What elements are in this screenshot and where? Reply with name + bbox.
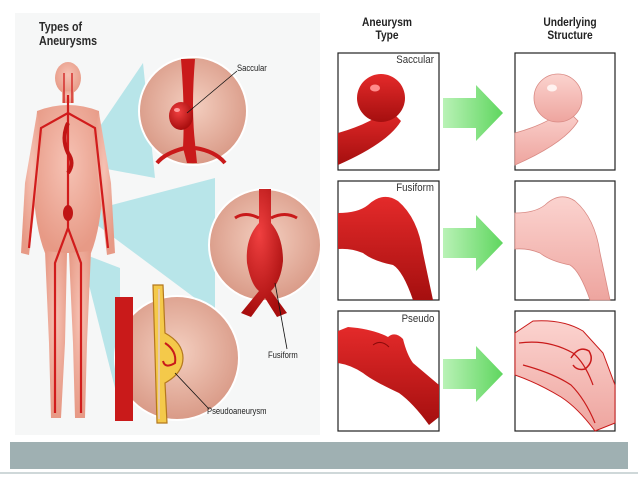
header-structure-line1: Underlying: [543, 15, 597, 29]
header-type-line2: Type: [375, 28, 399, 42]
row-saccular: [337, 52, 616, 171]
human-body: [21, 62, 115, 418]
figure-title: Types of Aneurysms: [39, 20, 97, 48]
callout-wedge-fusiform: [81, 178, 215, 313]
header-structure-line2: Structure: [547, 28, 593, 42]
right-arrow-icon: [443, 346, 503, 402]
saccular-callout-circle: [138, 56, 248, 166]
pseudoaneurysm-callout-circle: [114, 284, 240, 424]
bottom-band: [10, 442, 628, 469]
left-illustration-panel: Types of Aneurysms Saccular Fusiform Pse…: [15, 13, 320, 435]
tag-saccular: Saccular: [395, 54, 435, 66]
header-aneurysm-type: Aneurysm Type: [353, 16, 421, 42]
figure-title-line1: Types of: [39, 19, 83, 34]
fusiform-callout-circle: [208, 188, 320, 350]
row-pseudo: [337, 310, 616, 432]
figure-title-line2: Aneurysms: [39, 33, 98, 48]
body-illustration: [21, 56, 320, 424]
right-comparison-panel: Aneurysm Type Underlying Structure Saccu…: [333, 13, 623, 435]
label-saccular: Saccular: [237, 63, 267, 73]
row-fusiform: [337, 180, 616, 301]
tag-pseudo: Pseudo: [400, 313, 435, 325]
bottom-line: [0, 472, 638, 474]
comparison-illustration: [337, 52, 616, 432]
right-arrow-icon: [443, 85, 503, 141]
label-fusiform: Fusiform: [268, 350, 298, 360]
label-pseudoaneurysm: Pseudoaneurysm: [207, 406, 267, 416]
right-arrow-icon: [443, 215, 503, 271]
header-type-line1: Aneurysm: [362, 15, 412, 29]
callout-wedge-pseudo: [81, 253, 120, 408]
tag-fusiform: Fusiform: [395, 182, 435, 194]
header-underlying-structure: Underlying Structure: [532, 16, 609, 42]
